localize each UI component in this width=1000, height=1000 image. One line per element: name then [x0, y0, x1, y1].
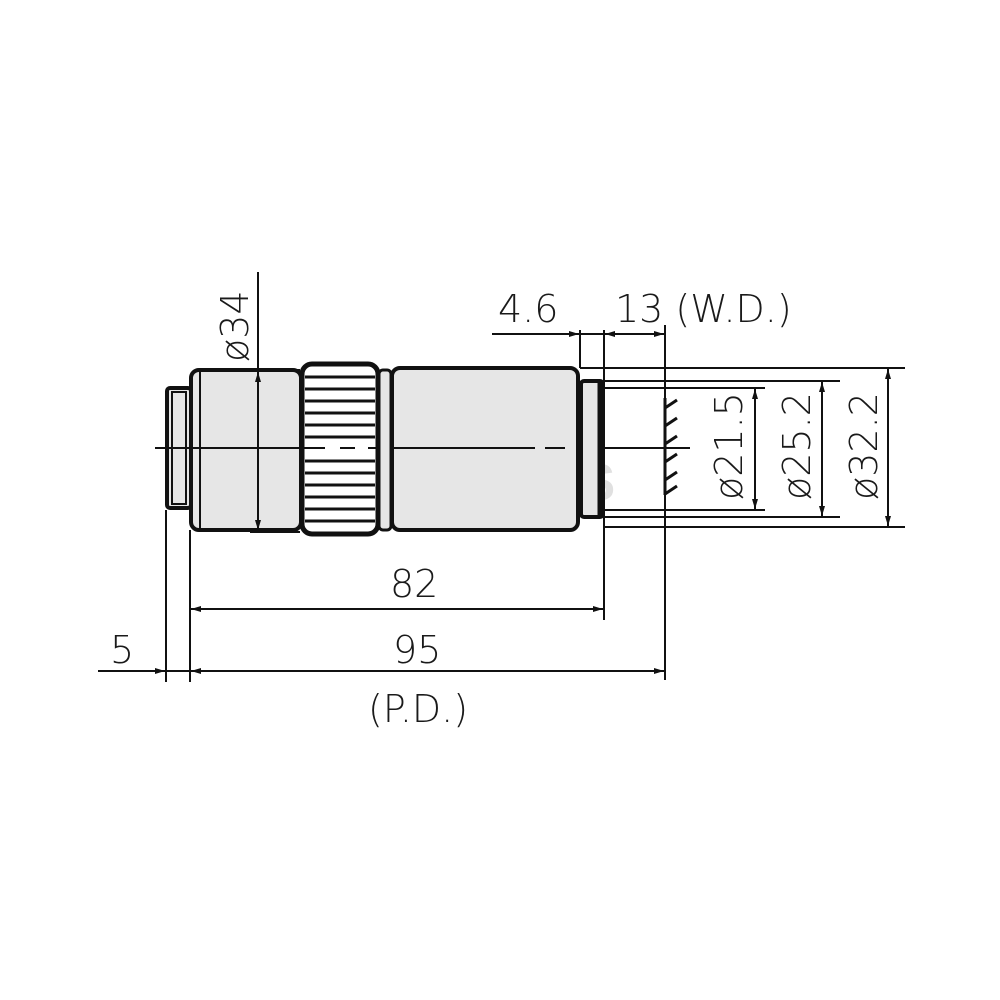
extension-lines: [165, 272, 905, 682]
label-wd: 13 (W.D.): [615, 287, 792, 331]
dimension-lines: [98, 331, 891, 674]
object-plane: [663, 398, 678, 496]
label-od32-2: ø32.2: [842, 392, 886, 500]
label-od21-5: ø21.5: [707, 392, 751, 500]
label-4-6: 4.6: [498, 287, 558, 331]
label-od25-2: ø25.2: [775, 392, 819, 500]
rear-barrel: [189, 368, 303, 532]
label-82: 82: [390, 562, 438, 606]
lens-body: [165, 361, 605, 537]
label-od34: ø34: [213, 290, 257, 362]
label-5: 5: [110, 628, 134, 672]
label-95: 95: [393, 628, 441, 672]
label-pd: (P.D.): [368, 687, 468, 731]
